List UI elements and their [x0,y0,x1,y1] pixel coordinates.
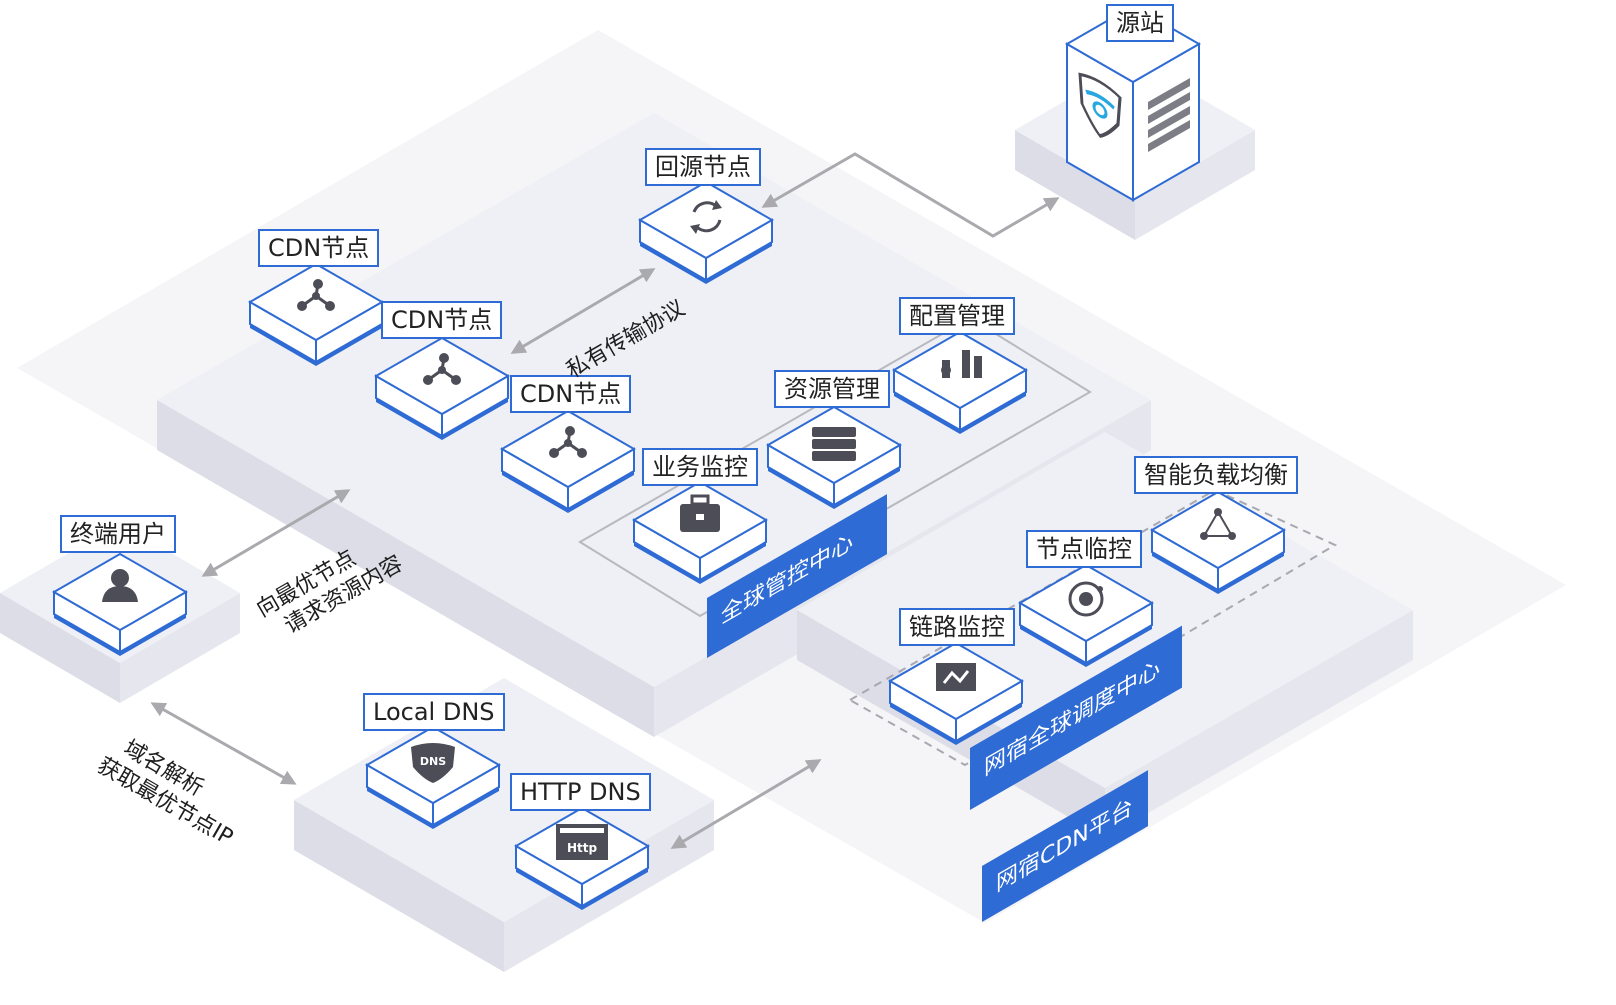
shield-server-icon [1078,72,1122,138]
config-mgmt-node [891,330,1029,434]
link-monitor-label: 链路监控 [899,608,1015,646]
cdn-node-3 [499,409,637,513]
cdn-node-label-1: CDN节点 [258,229,380,267]
cdn-node-label-2: CDN节点 [381,301,503,339]
config-mgmt-label: 配置管理 [899,297,1015,335]
http-dns-label: HTTP DNS [510,773,651,811]
briefcase-icon [680,494,720,532]
svg-text:Http: Http [567,841,598,855]
http-window-icon: Http [556,824,608,860]
local-dns-label: Local DNS [363,693,505,731]
business-monitor-label: 业务监控 [642,448,758,486]
cdn-node-1 [247,262,385,366]
config-sliders-icon [941,350,982,378]
back-to-origin-label: 回源节点 [645,148,761,186]
share-network-icon [423,353,461,385]
smart-lb-label: 智能负载均衡 [1134,456,1298,494]
user-icon [102,569,138,602]
cdn-node-label-3: CDN节点 [510,375,632,413]
recycle-icon [690,200,722,234]
rack-lines-icon [1148,78,1190,152]
back-to-origin-node [637,180,775,284]
orbit-icon [1068,581,1104,617]
dispatch-dns-arrow [670,759,822,849]
triangle-network-icon [1200,508,1236,540]
node-monitor-label: 节点临控 [1026,530,1142,568]
share-network-icon [549,426,587,458]
dns-resolve-arrow [150,702,297,785]
smart-lb-node [1149,490,1287,594]
end-user-label: 终端用户 [60,515,176,553]
private-protocol-arrow [510,268,656,354]
cdn-node-2 [373,336,511,440]
origin-label: 源站 [1106,4,1174,42]
resource-mgmt-label: 资源管理 [774,370,890,408]
resource-mgmt-node [765,405,903,509]
svg-text:DNS: DNS [420,755,446,768]
share-network-icon [297,279,335,311]
user-request-arrow [201,489,351,577]
origin-server [1064,4,1202,202]
server-stack-icon [812,427,856,461]
dns-shield-icon: DNS [411,743,455,783]
origin-route-arrow [761,152,1060,238]
line-chart-icon [936,663,976,691]
